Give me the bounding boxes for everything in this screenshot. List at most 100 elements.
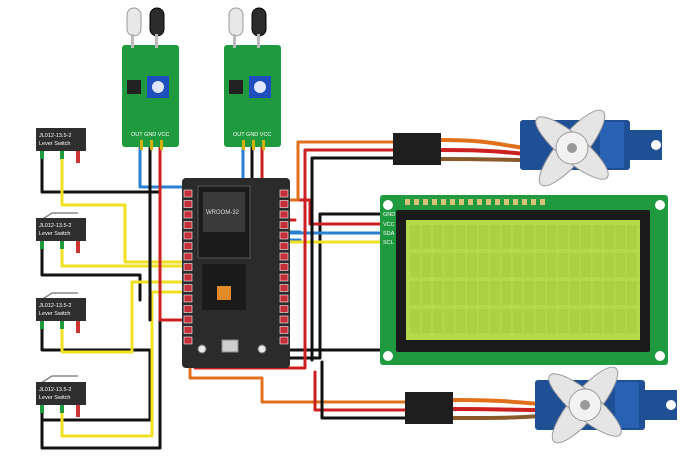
lcd-cell (501, 225, 512, 249)
lcd-cell (546, 281, 557, 305)
pin (522, 199, 527, 205)
lcd-cell (444, 253, 455, 277)
switch-part-label: JL012-13.5-2 (39, 133, 71, 139)
lcd-cell (569, 225, 580, 249)
lcd-cell (615, 253, 626, 277)
lcd-cell (569, 281, 580, 305)
pin (183, 294, 193, 303)
switch-name-label: Lever Switch (39, 311, 71, 317)
lcd-cell (478, 309, 489, 333)
wire-red-lcd-vcc (288, 198, 385, 226)
lcd-cell (558, 281, 569, 305)
lcd-cell (626, 281, 637, 305)
lcd-cell (592, 309, 603, 333)
pin (183, 242, 193, 250)
lcd-cell (569, 309, 580, 333)
lever-switch-4: JL012-13.5-2 Lever Switch (36, 375, 86, 417)
pin (504, 199, 509, 205)
lcd-cell (432, 253, 443, 277)
lcd-cell (558, 253, 569, 277)
lcd-cell (421, 281, 432, 305)
lcd-cell (558, 309, 569, 333)
pin (540, 199, 545, 205)
wire-servo-1-lead-red (438, 148, 527, 156)
wire-black-switch-4 (40, 298, 162, 450)
ir-led-receiver-icon (149, 7, 165, 48)
chip-icon (217, 286, 231, 300)
lcd-cell (558, 225, 569, 249)
lcd-cell (524, 225, 534, 249)
switch-name-label: Lever Switch (39, 231, 71, 237)
pin (279, 294, 289, 303)
lcd-cell (410, 225, 420, 249)
pin (279, 263, 289, 271)
pin (183, 210, 193, 219)
wire-red-servo-2 (313, 370, 410, 412)
lcd-character-grid (410, 225, 637, 333)
wire-black-switch-2 (40, 238, 142, 302)
pin (183, 336, 193, 345)
pin (279, 189, 289, 198)
lcd-cell (535, 225, 546, 249)
lcd-pin-sda: SDA (383, 231, 395, 237)
ir-pin-label: OUT GND VCC (233, 132, 271, 138)
esp32-module-label: WROOM-32 (206, 210, 240, 216)
ir-pin-label: OUT GND VCC (131, 132, 169, 138)
lcd-cell (478, 225, 489, 249)
wire-servo-1-lead (438, 138, 527, 150)
lcd-cell (524, 281, 534, 305)
lcd-pin-vcc: VCC (383, 222, 395, 228)
switch-name-label: Lever Switch (39, 395, 71, 401)
wire-black-servo-2 (320, 360, 410, 420)
servo-connector (405, 392, 453, 424)
pin (183, 305, 193, 313)
lever-switch-3: JL012-13.5-2 Lever Switch (36, 292, 86, 333)
lever-switch-2: JL012-13.5-2 Lever Switch (36, 212, 86, 253)
lcd-cell (615, 309, 626, 333)
lcd-cell (410, 281, 420, 305)
pin (279, 221, 289, 229)
lcd-header-pins (405, 199, 545, 205)
lcd-cell (512, 253, 523, 277)
pin (183, 263, 193, 271)
lcd-cell (615, 225, 626, 249)
pin (495, 199, 500, 205)
ir-led-emitter-icon (126, 7, 142, 48)
lcd-cell (421, 253, 432, 277)
pin (183, 315, 193, 324)
wire-red-ir-1 (158, 146, 192, 322)
pin (279, 231, 289, 240)
pin (279, 315, 289, 324)
lcd-cell (535, 309, 546, 333)
lcd-cell (603, 281, 614, 305)
lcd-cell (501, 253, 512, 277)
pin (414, 199, 419, 205)
pin (486, 199, 491, 205)
lcd-cell (581, 253, 591, 277)
pin (477, 199, 482, 205)
wire-servo-2-lead-red (450, 407, 542, 412)
lcd-cell (410, 309, 420, 333)
servo-motor-1 (393, 109, 662, 187)
lcd-cell (615, 281, 626, 305)
lcd-cell (535, 281, 546, 305)
lcd-cell (478, 281, 489, 305)
pin (405, 199, 410, 205)
switch-part-label: JL012-13.5-2 (39, 387, 71, 393)
lcd-cell (501, 309, 512, 333)
pin (183, 273, 193, 282)
lcd-cell (603, 253, 614, 277)
pin (279, 242, 289, 250)
lcd-cell (581, 309, 591, 333)
lcd-cell (524, 309, 534, 333)
lcd-cell (603, 225, 614, 249)
lcd-cell (489, 253, 500, 277)
pin (279, 284, 289, 292)
lcd-cell (410, 253, 420, 277)
servo-connector (393, 133, 441, 165)
lcd-cell (581, 281, 591, 305)
lcd-display: GND VCC SDA SCL (380, 195, 668, 365)
lcd-cell (626, 225, 637, 249)
pin-header-right (279, 189, 289, 345)
